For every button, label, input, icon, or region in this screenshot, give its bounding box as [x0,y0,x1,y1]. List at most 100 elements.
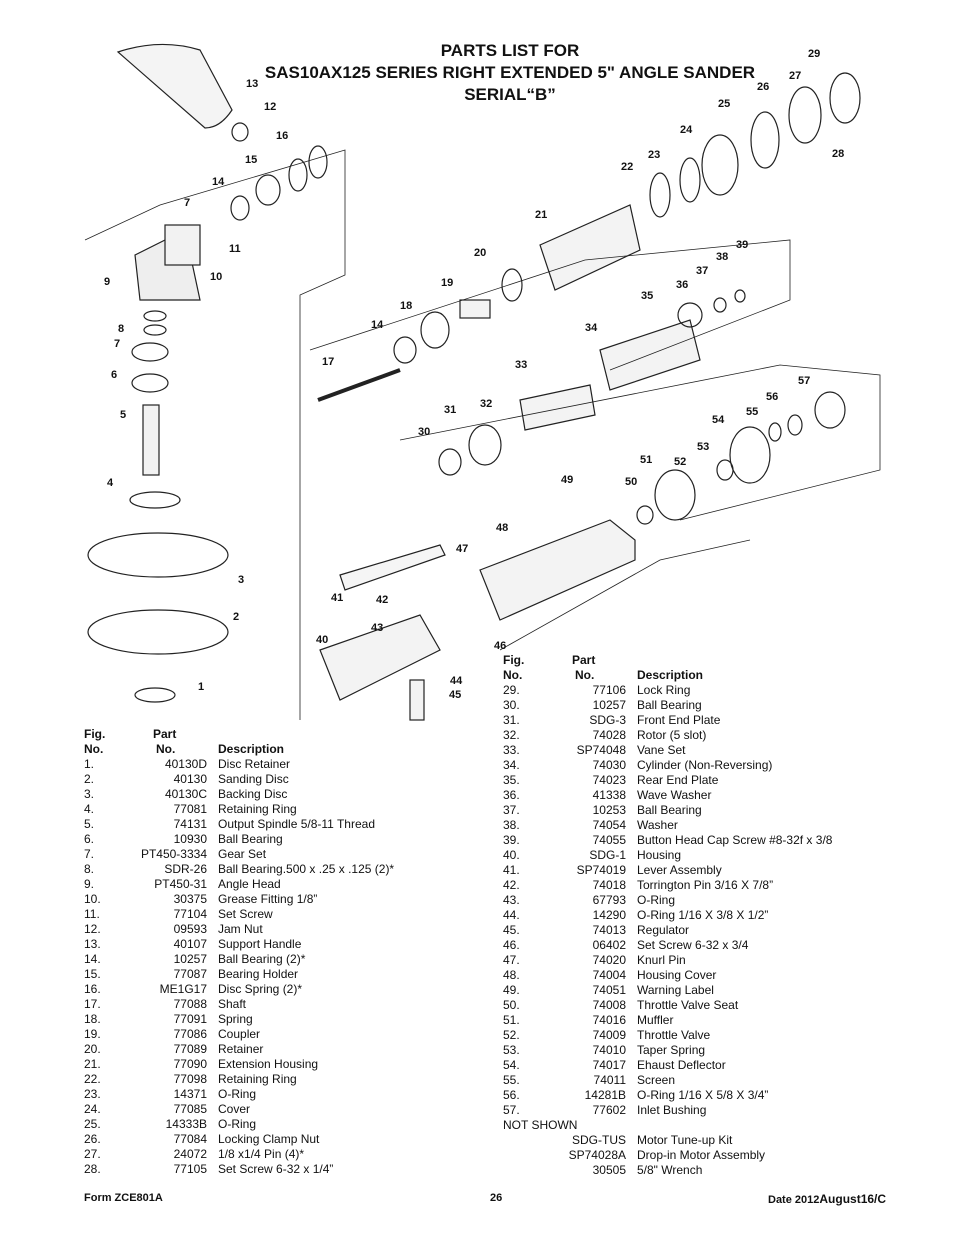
fig-number: 20. [84,1042,101,1056]
part-description: Output Spindle 5/8-11 Thread [218,817,375,831]
part-description: Drop-in Motor Assembly [637,1148,766,1162]
part-description: Lever Assembly [637,863,722,877]
part-number: 74008 [592,998,626,1012]
fig-number: 32. [503,728,520,742]
callout-40: 40 [316,634,328,646]
part-number: 74051 [592,983,626,997]
fig-number: 1. [84,757,95,771]
title-line-2: SAS10AX125 SERIES RIGHT EXTENDED 5" ANGL… [264,63,756,82]
rotor-drawing [519,384,596,431]
callout-24: 24 [680,124,693,136]
taper-spring-drawing [716,459,734,481]
part-header: Part [572,653,596,667]
description-header: Description [637,668,704,682]
fig-number: 40. [503,848,520,862]
disc-spring-drawing [308,145,328,179]
fig-number: 26. [84,1132,101,1146]
callout-49: 49 [561,474,573,486]
callout-9: 9 [104,276,110,288]
callout-39: 39 [736,239,748,251]
spring-drawing [420,311,450,349]
part-number: 74016 [592,1013,626,1027]
part-description: Ehaust Deflector [637,1058,726,1072]
callout-52: 52 [674,456,686,468]
part-description: Vane Set [637,743,686,757]
fig-number: 41. [503,863,520,877]
part-number: 77106 [592,683,626,697]
fig-number: 29. [503,683,520,697]
part-number: 77602 [592,1103,626,1117]
fig-number: 6. [84,832,95,846]
ball-bearing-small-drawing [143,310,167,322]
bearing-30-drawing [438,448,462,476]
part-description: Angle Head [218,877,281,891]
fig-number: 28. [84,1162,101,1176]
washer-drawing [713,297,727,313]
callout-36: 36 [676,279,688,291]
fig-number: 13. [84,937,101,951]
fig-number: 50. [503,998,520,1012]
screen-drawing [768,422,782,442]
fig-number: 22. [84,1072,101,1086]
fig-number: 35. [503,773,520,787]
part-description: Set Screw 6-32 x 1/4” [218,1162,334,1176]
part-description: Throttle Valve Seat [637,998,739,1012]
retaining-ring-drawing [129,491,181,509]
part-number: 30505 [592,1163,626,1177]
part-description: O-Ring 1/16 X 5/8 X 3/4” [637,1088,769,1102]
rear-end-plate-drawing [677,302,703,328]
part-description: Backing Disc [218,787,288,801]
part-description: O-Ring [218,1117,257,1131]
part-description: Front End Plate [637,713,721,727]
callout-13: 13 [246,78,258,90]
callout-15: 15 [245,154,257,166]
callout-44: 44 [450,675,463,687]
part-description: O-Ring 1/16 X 3/8 X 1/2” [637,908,769,922]
fig-number: 55. [503,1073,520,1087]
part-number: 74030 [592,758,626,772]
boundary-line [499,539,751,651]
fig-number: 53. [503,1043,520,1057]
callout-18: 18 [400,300,412,312]
part-number: 74028 [592,728,626,742]
part-description: Throttle Valve [637,1028,711,1042]
part-number: 10253 [592,803,626,817]
callout-1: 1 [198,681,204,693]
fig-header-no: No. [84,742,104,756]
footer-form: Form ZCE801A [84,1192,163,1204]
washer-drawing [734,289,746,303]
fig-header: Fig. [503,653,525,667]
fig-number: 38. [503,818,520,832]
callout-10: 10 [210,271,222,283]
gear-housing-drawing [164,224,201,266]
callout-46: 46 [494,640,506,652]
regulator-drawing [409,679,425,721]
fig-number: 49. [503,983,520,997]
part-number: 74013 [592,923,626,937]
part-description: Retainer [218,1042,264,1056]
fig-header: Fig. [84,727,106,741]
part-description: Screen [637,1073,676,1087]
part-description: 1/8 x1/4 Pin (4)* [218,1147,305,1161]
part-description: Spring [218,1012,253,1026]
fig-number: 33. [503,743,520,757]
ring-22-drawing [649,172,671,218]
callout-23: 23 [648,149,660,161]
part-number: 77105 [173,1162,207,1176]
